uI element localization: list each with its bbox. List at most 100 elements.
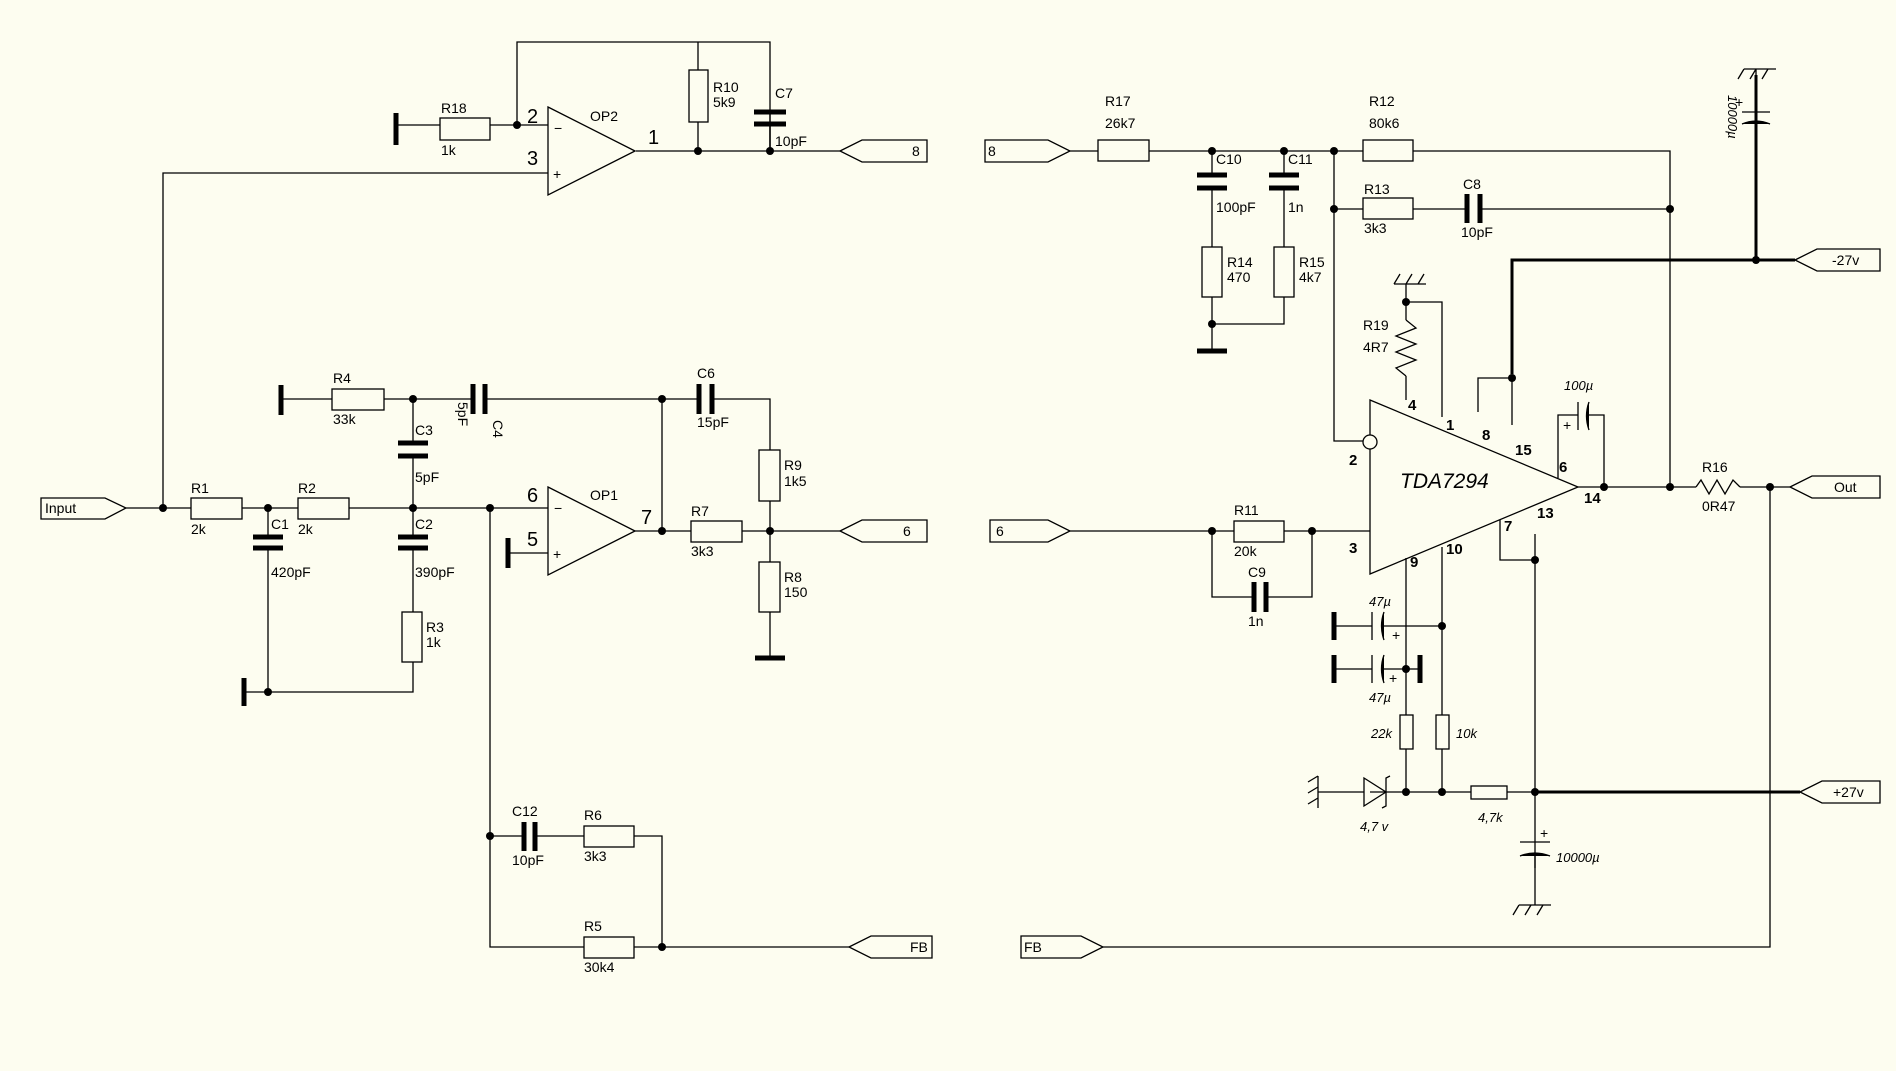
port-fb-out-label: FB — [910, 939, 928, 955]
port-fb-in — [1020, 935, 1105, 959]
resistor-r16 — [1695, 478, 1741, 496]
port-8-out — [838, 139, 928, 163]
chip-name: TDA7294 — [1400, 470, 1489, 493]
r17-ref: R17 — [1105, 93, 1131, 109]
r4-ref: R4 — [333, 370, 351, 386]
c6-value: 15pF — [697, 414, 729, 430]
chip-pin-2: 2 — [1349, 452, 1357, 469]
cap-neg-value: 10000µ — [1725, 95, 1740, 139]
r17-value: 26k7 — [1105, 115, 1136, 131]
chip-pin-7: 7 — [1504, 518, 1512, 535]
resistor-10k — [1435, 714, 1450, 750]
chassis-ground-icon — [1512, 904, 1551, 916]
port-pos27v — [1798, 780, 1881, 804]
port-neg27v-label: -27v — [1832, 252, 1859, 268]
chip-pin-14: 14 — [1584, 490, 1601, 507]
r13-value: 3k3 — [1364, 220, 1387, 236]
r14-value: 470 — [1227, 269, 1251, 285]
res-4k7-value: 4,7k — [1478, 810, 1504, 825]
amplifier-tda7294 — [1369, 399, 1580, 575]
cap47-top-plus: + — [1392, 627, 1400, 643]
resistor-r4 — [331, 388, 385, 411]
cap47-bot-plus: + — [1389, 670, 1397, 686]
resistor-r11 — [1233, 520, 1285, 543]
chip-pin-8: 8 — [1482, 427, 1490, 444]
r2-value: 2k — [298, 521, 314, 537]
zener-value: 4,7 v — [1360, 819, 1390, 834]
r19-value: 4R7 — [1363, 339, 1389, 355]
op2-plus: + — [553, 166, 561, 182]
chassis-ground-icon — [1307, 775, 1319, 808]
r18-ref: R18 — [441, 100, 467, 116]
c9-ref: C9 — [1248, 564, 1266, 580]
resistor-r1 — [190, 497, 243, 520]
op1-pin-out: 7 — [641, 507, 652, 529]
resistor-22k — [1399, 714, 1414, 750]
c6-ref: C6 — [697, 365, 715, 381]
fb-network: C12 10pF R6 3k3 R5 30k4 FB — [486, 508, 933, 975]
c10-ref: C10 — [1216, 151, 1242, 167]
resistor-r6 — [583, 825, 635, 848]
r5-ref: R5 — [584, 918, 602, 934]
c4-ref: C4 — [490, 420, 506, 438]
port-pos27v-label: +27v — [1833, 784, 1864, 800]
chip-pin-13: 13 — [1537, 505, 1554, 522]
op1-minus: − — [554, 500, 562, 516]
resistor-r9 — [758, 449, 781, 502]
port-6-in — [989, 519, 1072, 543]
resistor-r18 — [439, 117, 491, 141]
chip-pin-3: 3 — [1349, 540, 1357, 557]
c4-value: 5pF — [455, 402, 471, 426]
c10-value: 100pF — [1216, 199, 1256, 215]
r14-ref: R14 — [1227, 254, 1253, 270]
r13-ref: R13 — [1364, 181, 1390, 197]
chip-pin-4: 4 — [1408, 397, 1417, 414]
op1-pin-noninv: 5 — [527, 529, 538, 551]
cap47-top-value: 47µ — [1369, 594, 1391, 609]
c9-value: 1n — [1248, 613, 1264, 629]
port-neg27v — [1793, 248, 1881, 272]
resistor-r8 — [758, 561, 781, 613]
opamp-op1 — [547, 485, 637, 577]
op2-pin-out: 1 — [648, 127, 659, 149]
port-8-in — [984, 139, 1072, 163]
opamp-op2 — [547, 105, 637, 197]
c3-ref: C3 — [415, 422, 433, 438]
c8-ref: C8 — [1463, 176, 1481, 192]
chip-pin-1: 1 — [1446, 417, 1454, 434]
port-out — [1788, 475, 1881, 499]
chip-pin-15: 15 — [1515, 442, 1532, 459]
op2-name: OP2 — [590, 108, 618, 124]
c8-value: 10pF — [1461, 224, 1493, 240]
c12-ref: C12 — [512, 803, 538, 819]
op1-name: OP1 — [590, 487, 618, 503]
r19-ref: R19 — [1363, 317, 1389, 333]
chip-pin-6: 6 — [1559, 459, 1567, 476]
res-22k-value: 22k — [1370, 726, 1393, 741]
op2-stage: R18 1k R10 5k9 C7 10pF − + OP2 2 3 1 8 — [162, 41, 928, 508]
cap-neg-plus: + — [1735, 94, 1743, 110]
r1-ref: R1 — [191, 480, 209, 496]
bootstrap-value: 100µ — [1564, 378, 1593, 393]
op1-pin-inv: 6 — [527, 485, 538, 507]
resistor-r13 — [1362, 197, 1414, 220]
resistor-r5 — [583, 936, 635, 959]
port-6-out — [838, 519, 928, 543]
c1-ref: C1 — [271, 516, 289, 532]
resistor-r17 — [1097, 139, 1150, 162]
c1-value: 420pF — [271, 564, 311, 580]
r16-value: 0R47 — [1702, 498, 1736, 514]
r3-ref: R3 — [426, 619, 444, 635]
r7-ref: R7 — [691, 503, 709, 519]
op2-minus: − — [554, 120, 562, 136]
port-8-in-label: 8 — [988, 143, 996, 159]
c2-ref: C2 — [415, 516, 433, 532]
port-fb-out — [847, 935, 933, 959]
r18-value: 1k — [441, 142, 457, 158]
resistor-r15 — [1273, 246, 1295, 298]
r1-value: 2k — [191, 521, 207, 537]
resistor-r10 — [688, 69, 709, 123]
bootstrap-plus: + — [1563, 417, 1571, 433]
r8-ref: R8 — [784, 569, 802, 585]
r10-ref: R10 — [713, 79, 739, 95]
